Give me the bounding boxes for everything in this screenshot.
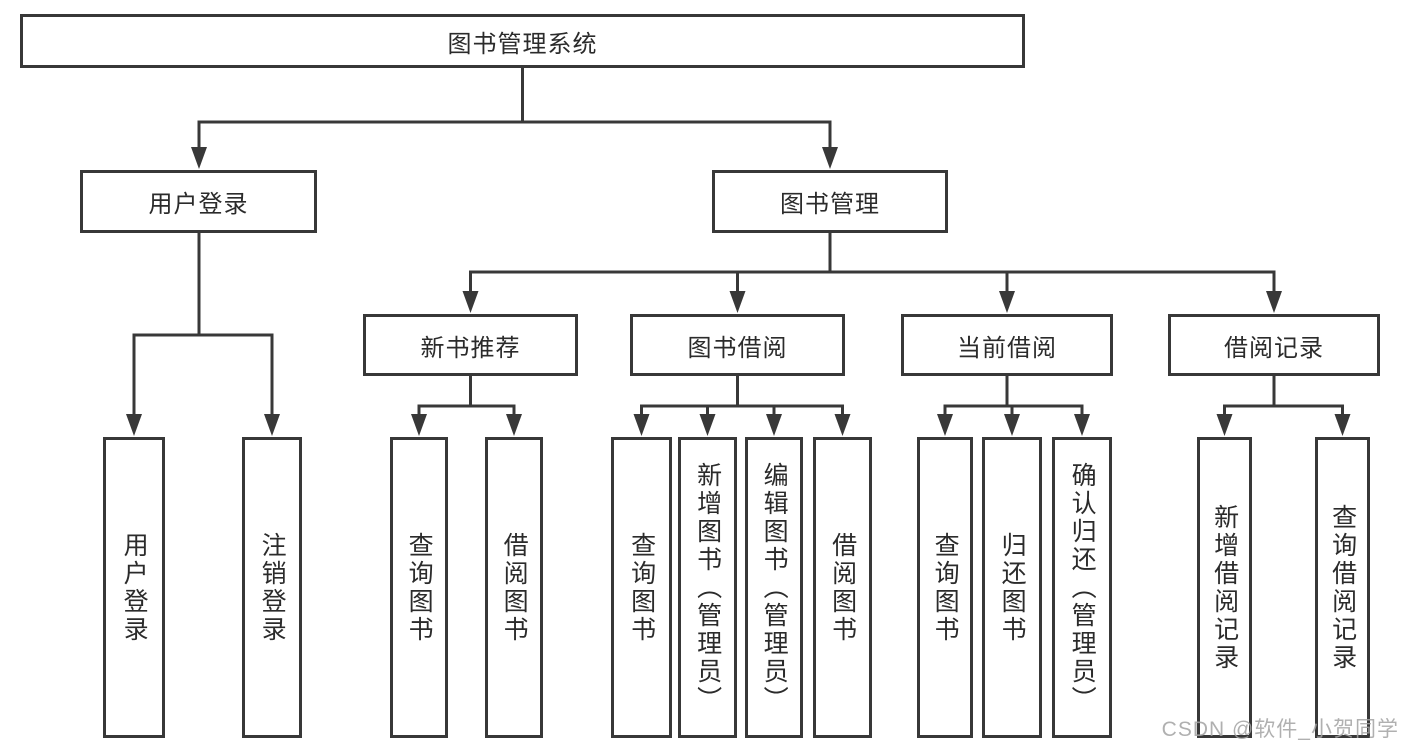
node-label: 新书推荐 [420, 334, 521, 362]
node-label: 新增图书（管理员） [693, 461, 722, 714]
leaf-add-borrow-record: 新增借阅记录 [1197, 437, 1252, 738]
leaf-query-books-borrowing: 查询图书 [611, 437, 672, 738]
node-label: 查询图书 [931, 531, 960, 644]
leaf-query-books-recommend: 查询图书 [390, 437, 448, 738]
node-root-library-management-system: 图书管理系统 [20, 14, 1025, 68]
leaf-logout: 注销登录 [242, 437, 302, 738]
node-label: 注销登录 [258, 531, 287, 644]
leaf-return-books: 归还图书 [982, 437, 1042, 738]
node-label: 当前借阅 [957, 334, 1057, 362]
node-user-login: 用户登录 [80, 170, 317, 233]
node-label: 用户登录 [120, 531, 149, 644]
node-label: 查询图书 [405, 531, 434, 644]
node-current-borrowing: 当前借阅 [901, 314, 1113, 376]
node-book-management: 图书管理 [712, 170, 948, 233]
csdn-watermark: CSDN @软件_小贺同学 [1161, 718, 1399, 741]
node-label: 借阅图书 [500, 531, 529, 644]
leaf-borrow-books-borrowing: 借阅图书 [813, 437, 872, 738]
node-label: 确认归还（管理员） [1068, 461, 1097, 714]
node-new-book-recommendation: 新书推荐 [363, 314, 578, 376]
leaf-query-borrow-record: 查询借阅记录 [1315, 437, 1370, 738]
leaf-edit-books-admin: 编辑图书（管理员） [745, 437, 803, 738]
node-label: 新增借阅记录 [1210, 503, 1239, 672]
leaf-confirm-return-admin: 确认归还（管理员） [1052, 437, 1112, 738]
node-label: 查询图书 [627, 531, 656, 644]
node-label: 借阅图书 [828, 531, 857, 644]
leaf-user-login: 用户登录 [103, 437, 165, 738]
node-label: 图书管理系统 [447, 30, 598, 58]
node-label: 归还图书 [998, 531, 1027, 644]
leaf-borrow-books-recommend: 借阅图书 [485, 437, 543, 738]
node-label: 借阅记录 [1224, 334, 1324, 362]
node-label: 图书管理 [780, 191, 880, 218]
leaf-query-books-current: 查询图书 [917, 437, 973, 738]
node-book-borrowing: 图书借阅 [630, 314, 845, 376]
leaf-add-books-admin: 新增图书（管理员） [678, 437, 737, 738]
node-borrowing-records: 借阅记录 [1168, 314, 1380, 376]
node-label: 查询借阅记录 [1328, 503, 1357, 672]
node-label: 图书借阅 [687, 334, 788, 362]
node-label: 用户登录 [148, 191, 249, 218]
node-label: 编辑图书（管理员） [760, 461, 789, 714]
